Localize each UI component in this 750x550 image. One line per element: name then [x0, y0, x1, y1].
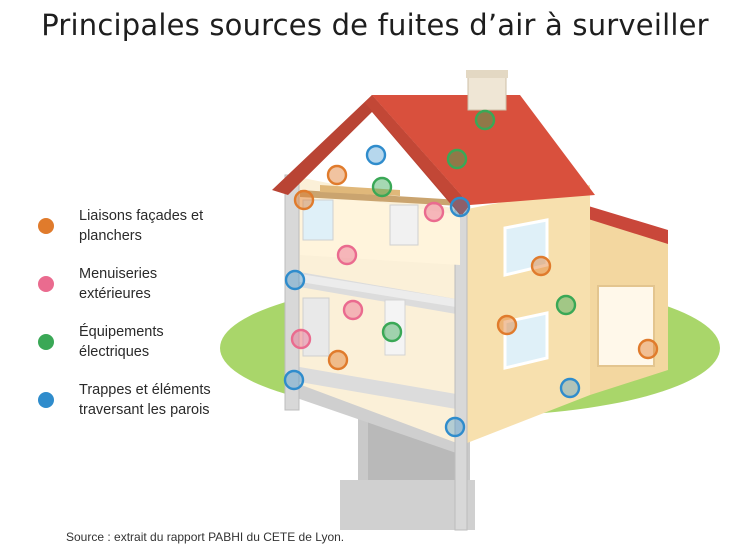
marker-blue: [284, 269, 306, 291]
marker-blue: [444, 416, 466, 438]
legend-item-menuiseries: Menuiseries extérieures: [38, 264, 229, 304]
marker-orange: [327, 349, 349, 371]
marker-blue: [365, 144, 387, 166]
roof-underside: [272, 95, 470, 215]
marker-pink: [290, 328, 312, 350]
front-wall: [462, 185, 590, 445]
roof: [372, 95, 595, 205]
marker-green: [381, 321, 403, 343]
marker-green: [555, 294, 577, 316]
chimney: [467, 71, 507, 111]
marker-pink: [336, 244, 358, 266]
blue-dot-icon: [38, 392, 54, 408]
marker-green: [474, 109, 496, 131]
marker-orange: [293, 189, 315, 211]
marker-pink: [423, 201, 445, 223]
marker-blue: [449, 196, 471, 218]
marker-pink: [342, 299, 364, 321]
page-title: Principales sources de fuites d’air à su…: [41, 8, 709, 42]
legend-label: Menuiseries extérieures: [79, 266, 158, 302]
marker-orange: [637, 338, 659, 360]
green-dot-icon: [38, 334, 54, 350]
legend-item-equipements: Équipements électriques: [38, 322, 229, 362]
legend-item-trappes: Trappes et éléments traversant les paroi…: [38, 380, 229, 420]
source-caption: Source : extrait du rapport PABHI du CET…: [66, 530, 345, 544]
marker-green: [446, 148, 468, 170]
marker-blue: [283, 369, 305, 391]
pink-dot-icon: [38, 276, 54, 292]
marker-orange: [530, 255, 552, 277]
marker-orange: [496, 314, 518, 336]
marker-green: [371, 176, 393, 198]
orange-dot-icon: [38, 218, 54, 234]
legend-item-liaisons: Liaisons façades et planchers: [38, 206, 229, 246]
marker-blue: [559, 377, 581, 399]
legend-label: Équipements électriques: [79, 324, 164, 360]
legend-label: Trappes et éléments traversant les paroi…: [79, 382, 211, 418]
marker-orange: [326, 164, 348, 186]
window-upper: [503, 218, 549, 277]
legend-label: Liaisons façades et planchers: [79, 208, 204, 244]
